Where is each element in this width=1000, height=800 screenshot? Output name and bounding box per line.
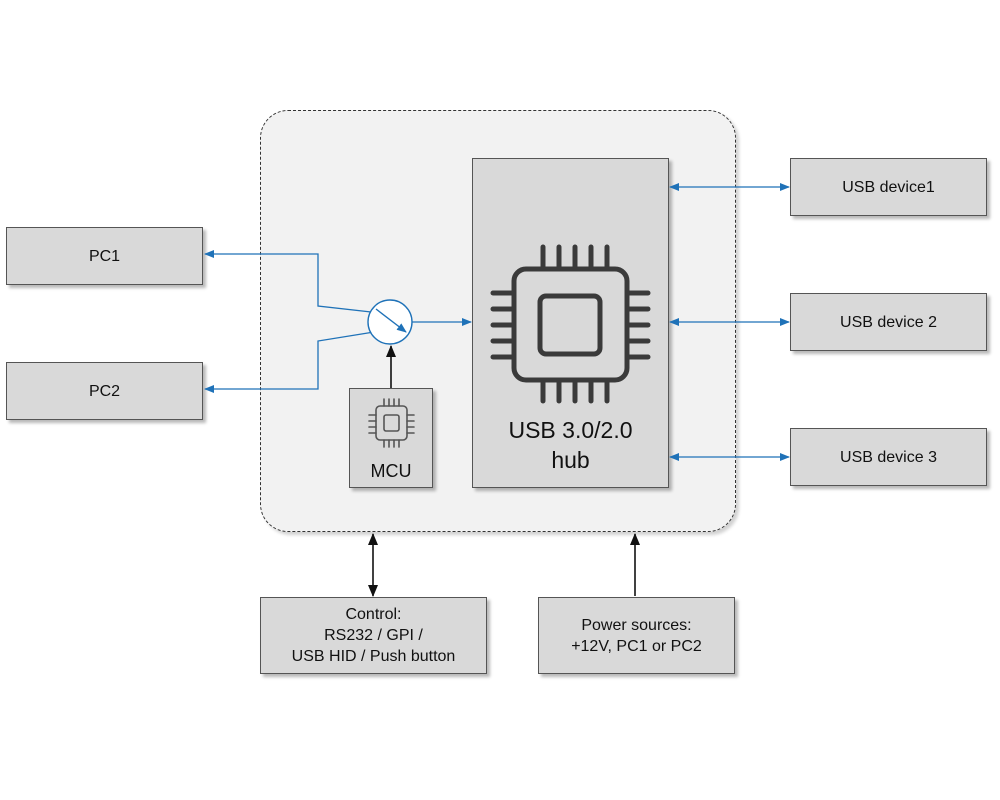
pc2-label: PC2 (88, 382, 121, 400)
usb-device-1-block: USB device1 (790, 158, 987, 216)
chip-icon (368, 398, 415, 448)
chip-icon (490, 244, 651, 404)
mcu-block: MCU (349, 388, 433, 488)
usb-device-2-label: USB device 2 (840, 313, 937, 331)
control-label: Control: RS232 / GPI / USB HID / Push bu… (291, 606, 456, 665)
mcu-label: MCU (370, 461, 412, 481)
pc1-link-arrow (204, 250, 381, 314)
power-label: Power sources: +12V, PC1 or PC2 (571, 616, 702, 655)
control-block: Control: RS232 / GPI / USB HID / Push bu… (260, 597, 487, 674)
usb-device-1-label: USB device1 (842, 178, 935, 196)
usb-device-2-block: USB device 2 (790, 293, 987, 351)
power-block: Power sources: +12V, PC1 or PC2 (538, 597, 735, 674)
pc2-link-arrow (204, 331, 375, 393)
usb-device-3-label: USB device 3 (840, 448, 937, 466)
usb-device-3-block: USB device 3 (790, 428, 987, 486)
usb-hub-block: USB 3.0/2.0 hub (472, 158, 669, 488)
pc1-label: PC1 (88, 247, 121, 265)
switch-icon (367, 299, 413, 345)
pc2-block: PC2 (6, 362, 203, 420)
hub-label: USB 3.0/2.0 hub (508, 417, 633, 473)
pc1-block: PC1 (6, 227, 203, 285)
